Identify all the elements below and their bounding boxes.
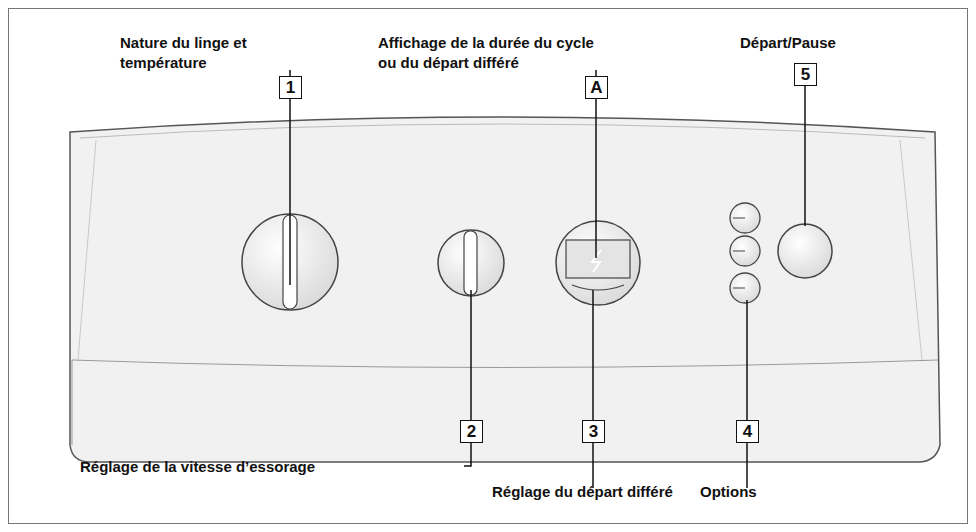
callout-number: 1 xyxy=(286,79,295,96)
callout-number: 3 xyxy=(589,423,598,440)
part-label: Affichage de la durée du cycle ou du dép… xyxy=(378,33,616,73)
callout-number: 4 xyxy=(743,423,752,440)
callout-letter: A xyxy=(590,79,602,96)
part-label: Départ/Pause xyxy=(740,33,900,53)
callout-box: 1 xyxy=(279,76,302,99)
callout-number: 5 xyxy=(801,66,810,83)
callout-box: 3 xyxy=(582,420,605,443)
callout-number: 2 xyxy=(467,423,476,440)
part-label: Nature du linge et température xyxy=(120,33,270,73)
callout-box: 4 xyxy=(736,420,759,443)
part-label: Réglage du départ différé xyxy=(492,482,732,502)
part-label: Réglage de la vitesse d’essorage xyxy=(80,457,460,477)
callout-box: 5 xyxy=(794,63,817,86)
part-label: Options xyxy=(700,482,820,502)
callout-box: A xyxy=(585,76,608,99)
callout-box: 2 xyxy=(460,420,483,443)
